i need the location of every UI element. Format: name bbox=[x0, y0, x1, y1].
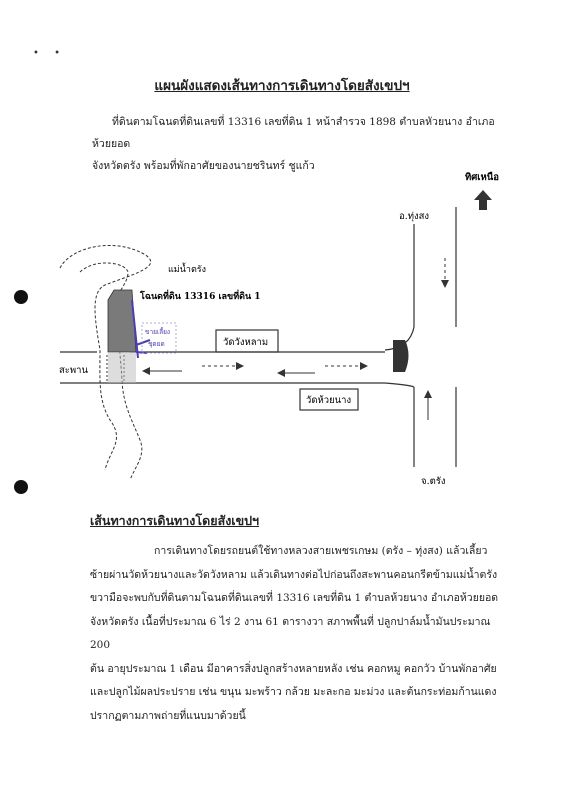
river-left-bank bbox=[59, 245, 152, 471]
route-line-1: การเดินทางโดยรถยนต์ใช้ทางหลวงสายเพชรเกษม… bbox=[154, 545, 488, 557]
bridge-label: สะพาน bbox=[59, 365, 88, 376]
arrow-right-icon-1 bbox=[236, 362, 244, 370]
arrow-right-icon-2 bbox=[360, 362, 368, 370]
handwritten-box bbox=[141, 322, 177, 354]
temple-box-huai-nang bbox=[299, 388, 359, 411]
page-title: แผนผังแสดงเส้นทางการเดินทางโดยสังเขปฯ bbox=[154, 78, 410, 94]
intro-line-2: จังหวัดตรัง พร้อมที่พักอาศัยของนายชรินทร… bbox=[92, 160, 315, 172]
route-line: และปลูกไม้ผลประปราย เช่น ขนุน มะพร้าว กล… bbox=[90, 686, 497, 698]
temple-label-huai-nang: วัดห้วยนาง bbox=[306, 395, 351, 406]
road-bottom-label: จ.ตรัง bbox=[421, 476, 446, 487]
arrow-left-icon-2 bbox=[277, 369, 285, 377]
arrow-down-icon bbox=[441, 280, 449, 288]
route-line: จังหวัดตรัง เนื้อที่ประมาณ 6 ไร่ 2 งาน 6… bbox=[90, 615, 491, 652]
land-parcel bbox=[107, 289, 137, 353]
arrow-left-icon-1 bbox=[142, 367, 150, 375]
punch-hole-top bbox=[14, 290, 28, 304]
junction-curve-bottom bbox=[384, 382, 415, 388]
handwritten-label-1: ขายเลี้ยง bbox=[145, 327, 170, 336]
temple-box-wang-lam bbox=[215, 329, 279, 353]
intro-line-1: ที่ดินตามโฉนดที่ดินเลขที่ 13316 เลขที่ดิ… bbox=[92, 116, 495, 150]
scan-dots: • • bbox=[33, 48, 66, 59]
intro-paragraph: ที่ดินตามโฉนดที่ดินเลขที่ 13316 เลขที่ดิ… bbox=[92, 111, 512, 177]
land-parcel-across-road bbox=[108, 352, 136, 383]
route-line: ซ้ายผ่านวัดห้วยนางและวัดวังหลาม แล้วเดิน… bbox=[90, 568, 498, 581]
route-line: ขวามือจะพบกับที่ดินตามโฉนดที่ดินเลขที่ 1… bbox=[90, 592, 499, 604]
handwritten-label-2: ชุดยด bbox=[148, 340, 165, 348]
arrow-up-icon bbox=[424, 390, 432, 398]
punch-hole-bottom bbox=[14, 480, 28, 494]
route-heading: เส้นทางการเดินทางโดยสังเขปฯ bbox=[90, 513, 260, 528]
river-label: แม่น้ำตรัง bbox=[168, 262, 206, 275]
north-label: ทิศเหนือ bbox=[465, 171, 499, 183]
junction-building bbox=[393, 340, 409, 372]
parcel-label: โฉนดที่ดิน 13316 เลขที่ดิน 1 bbox=[139, 289, 261, 302]
road-top-label: อ.ทุ่งสง bbox=[399, 211, 429, 222]
route-line: ต้น อายุประมาณ 1 เดือน มีอาคารสิ่งปลูกสร… bbox=[90, 662, 497, 675]
handwritten-marker bbox=[131, 299, 151, 359]
route-line: ปรากฏตามภาพถ่ายที่แนบมาด้วยนี้ bbox=[90, 709, 246, 722]
route-paragraph: การเดินทางโดยรถยนต์ใช้ทางหลวงสายเพชรเกษม… bbox=[90, 540, 510, 728]
north-arrow-icon bbox=[474, 190, 492, 210]
temple-label-wang-lam: วัดวังหลาม bbox=[223, 337, 268, 348]
